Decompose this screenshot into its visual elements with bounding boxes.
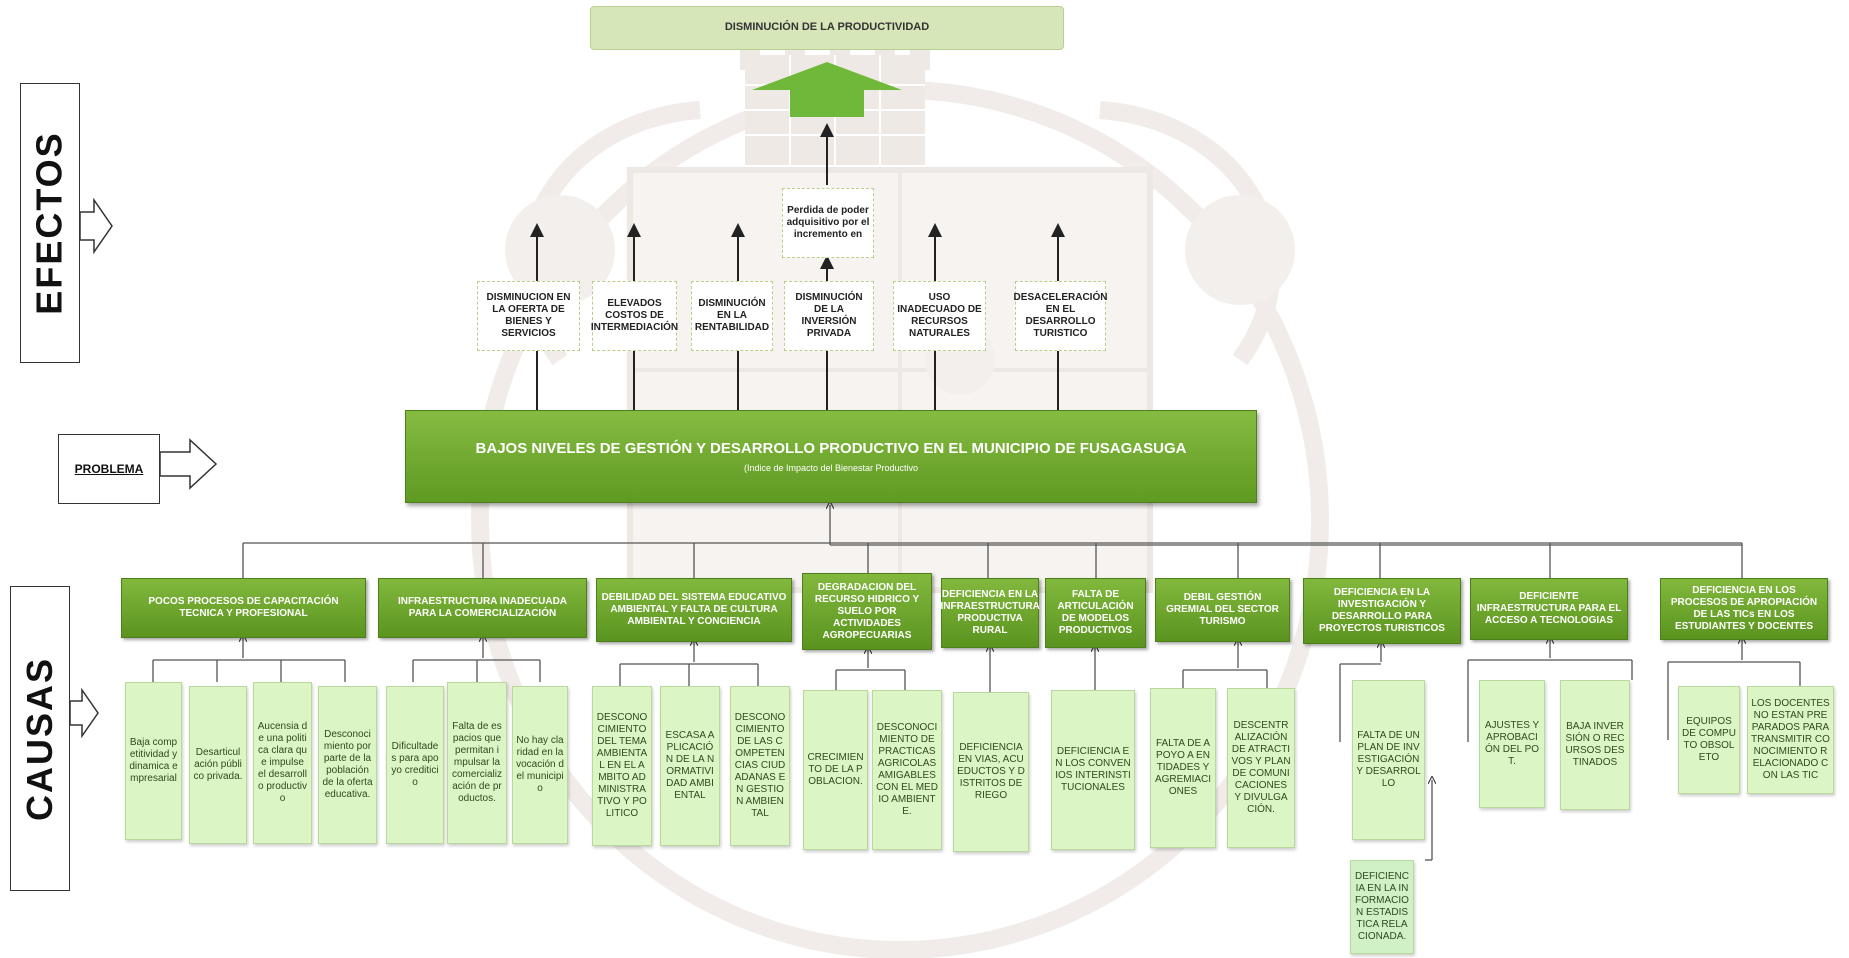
top-effect-box: DISMINUCIÓN DE LA PRODUCTIVIDAD <box>590 6 1064 50</box>
problem-title: BAJOS NIVELES DE GESTIÓN Y DESARROLLO PR… <box>475 439 1187 457</box>
effect-box-6: DESACELERACIÓN EN EL DESARROLLO TURISTIC… <box>1014 281 1107 351</box>
up-arrow-icon <box>752 62 902 117</box>
effect-box-4: DISMINUCIÓN DE LA INVERSIÓN PRIVADA <box>784 281 874 351</box>
subcause-2-3: No hay claridad en la vocación del munic… <box>512 686 568 844</box>
problem-label: PROBLEMA <box>58 434 160 504</box>
subcause-8-1: FALTA DE UN PLAN DE INVESTIGACIÓN Y DESA… <box>1352 680 1425 840</box>
subcause-10-2: LOS DOCENTES NO ESTAN PREPARADOS PARA TR… <box>1747 686 1834 794</box>
subcause-1-4: Desconocimiento por parte de la població… <box>318 686 377 844</box>
cause-box-5: DEFICIENCIA EN LA INFRAESTRUCTURA PRODUC… <box>940 578 1040 648</box>
subcause-2-1: Dificultades para apoyo crediticio <box>386 686 444 844</box>
effect-box-5: USO INADECUADO DE RECURSOS NATURALES <box>893 281 986 351</box>
effect-box-1: DISMINUCION EN LA OFERTA DE BIENES Y SER… <box>477 281 580 351</box>
effect-box-2: ELEVADOS COSTOS DE INTERMEDIACIÓN <box>591 281 678 351</box>
subcause-4-2: DESCONOCIMIENTO DE PRACTICAS AGRICOLAS A… <box>872 690 942 850</box>
subcause-5-1: DEFICIENCIA EN VIAS, ACUEDUCTOS Y DISTRI… <box>953 692 1029 852</box>
subcause-10-1: EQUIPOS DE COMPUTO OBSOLETO <box>1678 686 1740 794</box>
cause-box-4: DEGRADACION DEL RECURSO HIDRICO Y SUELO … <box>802 573 932 650</box>
subcause-1-1: Baja competitividad y dinamica empresari… <box>125 682 182 840</box>
subcause-7-2: DESCENTRALIZACIÓN DE ATRACTIVOS Y PLAN D… <box>1227 688 1295 848</box>
central-problem-box: BAJOS NIVELES DE GESTIÓN Y DESARROLLO PR… <box>405 410 1257 503</box>
subcause-7-1: FALTA DE APOYO A ENTIDADES Y AGREMIACION… <box>1150 688 1216 848</box>
subcause-1-3: Aucensia de una politica clara que impul… <box>253 682 312 844</box>
subcause-3-2: ESCASA APLICACIÓN DE LA NORMATIVIDAD AMB… <box>660 686 720 846</box>
subcause-9-1: AJUSTES Y APROBACIÓN DEL POT. <box>1479 680 1545 808</box>
cause-box-7: DEBIL GESTIÓN GREMIAL DEL SECTOR TURISMO <box>1155 578 1290 642</box>
problem-subtitle: (Indice de Impacto del Bienestar Product… <box>743 462 919 473</box>
causes-arrow-icon <box>70 688 99 738</box>
subcause-8-2: DEFICIENCIA EN LA INFORMACION ESTADISTIC… <box>1350 860 1414 954</box>
cause-box-3: DEBILIDAD DEL SISTEMA EDUCATIVO AMBIENTA… <box>596 578 792 642</box>
cause-box-9: DEFICIENTE INFRAESTRUCTURA PARA EL ACCES… <box>1470 578 1628 640</box>
subcause-3-1: DESCONOCIMIENTO DEL TEMA AMBIENTAL EN EL… <box>592 686 652 846</box>
causes-label: CAUSAS <box>10 586 70 891</box>
subcause-2-2: Falta de espacios que permitan impulsar … <box>447 682 507 844</box>
subcause-4-1: CRECIMIENTO DE LA POBLACION. <box>803 690 868 850</box>
cause-box-6: FALTA DE ARTICULACIÓN DE MODELOS PRODUCT… <box>1045 578 1146 648</box>
cause-box-1: POCOS PROCESOS DE CAPACITACIÓN TECNICA Y… <box>121 578 366 638</box>
secondary-effect-box: Perdida de poder adquisitivo por el incr… <box>782 188 874 258</box>
subcause-3-3: DESCONOCIMIENTO DE LAS COMPETENCIAS CIUD… <box>730 686 790 846</box>
effects-arrow-icon <box>80 198 113 254</box>
effects-label: EFECTOS <box>20 83 80 363</box>
cause-box-8: DEFICIENCIA EN LA INVESTIGACIÓN Y DESARR… <box>1303 578 1461 644</box>
subcause-1-2: Desarticulación público privada. <box>189 686 247 844</box>
cause-box-2: INFRAESTRUCTURA INADECUADA PARA LA COMER… <box>378 578 587 638</box>
cause-box-10: DEFICIENCIA EN LOS PROCESOS DE APROPIACI… <box>1660 578 1828 640</box>
effect-box-3: DISMINUCIÓN EN LA RENTABILIDAD <box>691 281 773 351</box>
subcause-9-2: BAJA INVERSIÓN O RECURSOS DESTINADOS <box>1560 680 1630 810</box>
subcause-6-1: DEFICIENCIA EN LOS CONVENIOS INTERINSTIT… <box>1051 690 1135 850</box>
problem-arrow-icon <box>160 438 218 490</box>
